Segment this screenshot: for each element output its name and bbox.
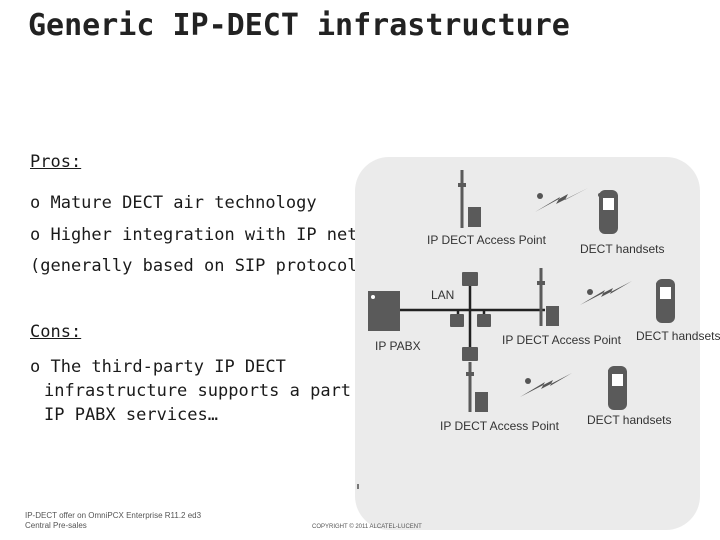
handsets-1-label: DECT handsets: [580, 242, 665, 256]
pabx-label: IP PABX: [375, 339, 421, 353]
pabx-icon: [368, 291, 400, 331]
lightning-3-icon: [520, 373, 572, 397]
handset-1-icon: [598, 190, 618, 234]
diagram-panel: [355, 157, 700, 530]
footer-line-2: Central Pre-sales: [25, 521, 87, 530]
pros-item: (generally based on SIP protocol): [30, 256, 368, 276]
access-point-1-label: IP DECT Access Point: [427, 233, 546, 247]
lightning-1-icon: [535, 188, 588, 212]
footer-copyright: COPYRIGHT © 2011 ALCATEL-LUCENT: [312, 524, 422, 530]
handsets-3-label: DECT handsets: [587, 413, 672, 427]
lan-switch-icon: [450, 272, 491, 361]
lan-label: LAN: [431, 288, 455, 302]
handset-2-icon: [656, 279, 675, 323]
cons-heading: Cons:: [30, 322, 82, 342]
page-title: Generic IP-DECT infrastructure: [28, 8, 570, 43]
cons-item: infrastructure supports a part of: [44, 381, 382, 401]
pros-item: o Higher integration with IP network: [30, 225, 399, 245]
pros-heading: Pros:: [30, 152, 82, 172]
page-marker: [357, 484, 359, 489]
pros-item: o Mature DECT air technology: [30, 193, 317, 213]
cons-item: IP PABX services…: [44, 405, 218, 425]
lightning-2-icon: [580, 281, 632, 305]
access-point-3-icon: [466, 362, 488, 412]
access-point-3-label: IP DECT Access Point: [440, 419, 559, 433]
access-point-2-label: IP DECT Access Point: [502, 333, 621, 347]
access-point-2-icon: [537, 268, 559, 326]
footer-line-1: IP-DECT offer on OmniPCX Enterprise R11.…: [25, 511, 202, 520]
cons-item: o The third-party IP DECT: [30, 357, 286, 377]
handset-3-icon: [608, 366, 627, 410]
handsets-2-label: DECT handsets: [636, 329, 720, 343]
access-point-1-icon: [458, 170, 481, 228]
